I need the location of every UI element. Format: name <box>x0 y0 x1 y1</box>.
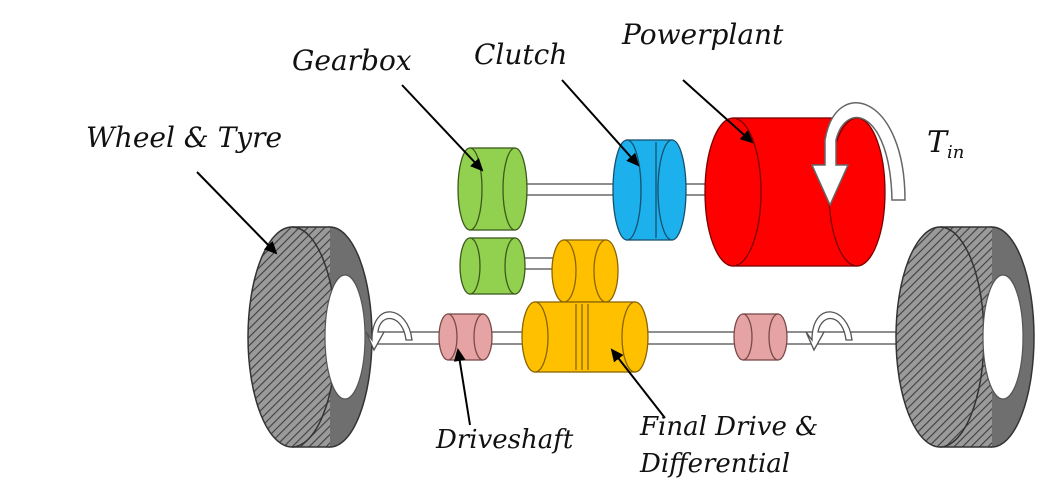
right-axle-rotation-arrow <box>805 311 853 352</box>
right-tyre-face <box>895 226 985 448</box>
final-drive-pinion <box>551 239 619 303</box>
clutch <box>612 139 687 241</box>
label-wheel-tyre: Wheel & Tyre <box>86 121 282 154</box>
right-wheel-tyre <box>895 226 1035 448</box>
label-final-drive-line1: Final Drive & <box>639 412 818 442</box>
arrow-clutch <box>561 79 640 167</box>
driveshaft-left <box>438 313 493 361</box>
arrow-driveshaft <box>453 348 471 426</box>
driveshaft-right <box>733 313 788 361</box>
callout-arrows <box>196 79 754 426</box>
left-wheel-tyre <box>247 226 373 448</box>
arrow-wheel-tyre <box>196 171 278 255</box>
label-torque-in: Tin <box>927 125 964 163</box>
torque-symbol: T <box>927 125 949 160</box>
powerplant <box>704 117 886 267</box>
right-wheel-rim <box>982 274 1024 400</box>
arrow-gearbox <box>401 84 484 172</box>
left-tyre-face <box>247 226 337 448</box>
left-axle-rotation-arrow <box>365 311 413 352</box>
label-final-drive-line2: Differential <box>639 449 790 479</box>
label-clutch: Clutch <box>474 38 567 71</box>
arrow-powerplant <box>682 79 754 144</box>
input-torque-arrow <box>810 101 906 207</box>
torque-subscript: in <box>947 142 964 163</box>
final-drive-differential <box>521 301 649 373</box>
arrow-final-drive <box>610 348 666 419</box>
left-wheel-rim <box>324 274 366 400</box>
gearbox <box>457 147 528 295</box>
label-driveshaft: Driveshaft <box>435 425 574 455</box>
label-gearbox: Gearbox <box>292 44 412 77</box>
label-powerplant: Powerplant <box>621 18 784 51</box>
